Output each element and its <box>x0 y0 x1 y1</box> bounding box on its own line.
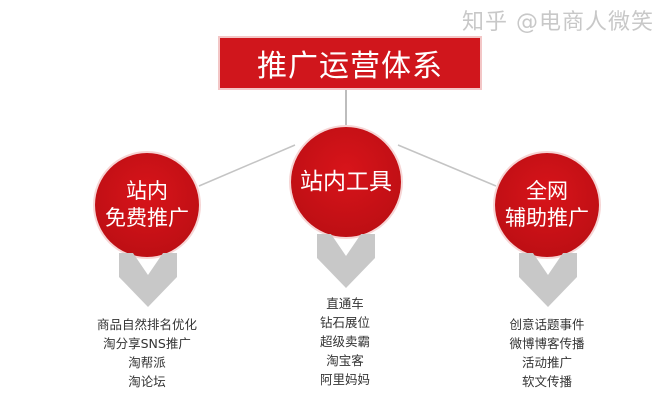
chevron-down-icon <box>519 253 577 307</box>
node-label: 站内工具 <box>300 168 392 195</box>
chevron-down-icon <box>119 253 177 307</box>
list-item: 淘论坛 <box>128 374 166 389</box>
branch-list-left: 商品自然排名优化 淘分享SNS推广 淘帮派 淘论坛 <box>67 315 227 391</box>
node-label: 辅助推广 <box>505 206 589 230</box>
right-connector <box>397 144 497 187</box>
list-item: 超级卖霸 <box>319 334 370 349</box>
list-item: 商品自然排名优化 <box>96 317 197 332</box>
branch-node-network-promotion: 全网 辅助推广 <box>495 153 599 257</box>
left-connector <box>198 144 296 187</box>
list-item: 软文传播 <box>521 374 572 389</box>
branch-node-free-promotion: 站内 免费推广 <box>95 153 199 257</box>
watermark: 知乎 @电商人微笑 <box>462 10 654 35</box>
node-label: 站内 <box>126 179 168 203</box>
list-item: 直通车 <box>326 296 364 311</box>
list-item: 微博博客传播 <box>509 336 585 351</box>
node-label: 全网 <box>526 179 568 203</box>
branch-node-site-tools: 站内工具 <box>291 127 401 237</box>
list-item: 钻石展位 <box>319 315 370 330</box>
list-item: 淘帮派 <box>128 355 166 370</box>
diagram-title: 推广运营体系 <box>220 38 480 88</box>
list-item: 活动推广 <box>521 355 572 370</box>
list-item: 创意话题事件 <box>509 317 585 332</box>
list-item: 淘分享SNS推广 <box>103 336 191 351</box>
node-label: 免费推广 <box>105 206 189 230</box>
list-item: 淘宝客 <box>326 353 364 368</box>
branch-list-middle: 直通车 钻石展位 超级卖霸 淘宝客 阿里妈妈 <box>265 294 425 389</box>
branch-list-right: 创意话题事件 微博博客传播 活动推广 软文传播 <box>467 315 627 391</box>
chevron-down-icon <box>317 234 375 288</box>
list-item: 阿里妈妈 <box>319 372 370 387</box>
